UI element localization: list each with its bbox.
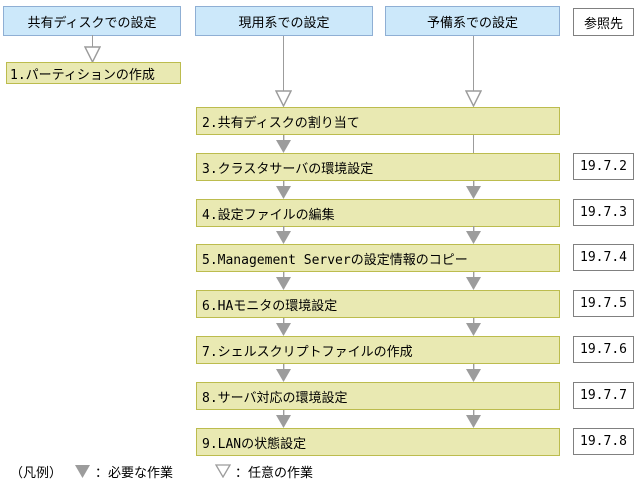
reference-box: 19.7.6: [573, 336, 634, 363]
optional-arrow-icon: [464, 90, 483, 108]
reference-box: 19.7.2: [573, 153, 634, 180]
reference-box: 19.7.7: [573, 382, 634, 409]
required-arrow-icon: [465, 410, 482, 428]
connector-line: [92, 35, 93, 47]
reference-box: 19.7.4: [573, 244, 634, 271]
required-arrow-icon: [275, 181, 292, 199]
optional-arrow-icon: [83, 46, 102, 64]
legend-required-label: ：必要な作業: [95, 465, 174, 481]
step-box-5: 5.Management Serverの設定情報のコピー: [196, 244, 560, 272]
step-box-1: 1.パーティションの作成: [6, 62, 181, 84]
column-header-reference: 参照先: [573, 8, 634, 36]
reference-box: 19.7.8: [573, 428, 634, 455]
legend-optional-label: ：任意の作業: [235, 465, 314, 481]
required-arrow-icon: [465, 318, 482, 336]
connector-line: [283, 36, 284, 91]
step-box-9: 9.LANの状態設定: [196, 428, 560, 456]
step-box-2: 2.共有ディスクの割り当て: [196, 107, 560, 135]
legend-prefix: （凡例）: [10, 465, 63, 481]
connector-line: [473, 36, 474, 91]
column-header-shared-disk: 共有ディスクでの設定: [3, 6, 181, 36]
step-box-4: 4.設定ファイルの編集: [196, 199, 560, 227]
step-box-8: 8.サーバ対応の環境設定: [196, 382, 560, 410]
required-arrow-icon: [465, 226, 482, 244]
required-arrow-icon: [275, 410, 292, 428]
required-arrow-icon: [275, 135, 292, 153]
required-arrow-icon: [275, 272, 292, 290]
reference-box: 19.7.3: [573, 199, 634, 226]
reference-box: 19.7.5: [573, 290, 634, 317]
column-header-active-system: 現用系での設定: [195, 6, 373, 36]
required-arrow-icon: [275, 318, 292, 336]
step-box-6: 6.HAモニタの環境設定: [196, 290, 560, 318]
step-box-3: 3.クラスタサーバの環境設定: [196, 153, 560, 181]
required-arrow-icon: [275, 226, 292, 244]
step-box-7: 7.シェルスクリプトファイルの作成: [196, 336, 560, 364]
connector-line: [473, 135, 474, 153]
legend: （凡例） ：必要な作業 ：任意の作業: [10, 461, 313, 481]
optional-arrow-icon: [214, 464, 232, 479]
required-arrow-icon: [465, 364, 482, 382]
required-arrow-icon: [275, 364, 292, 382]
required-arrow-icon: [465, 272, 482, 290]
required-arrow-icon: [465, 181, 482, 199]
required-arrow-icon: [74, 464, 91, 479]
optional-arrow-icon: [274, 90, 293, 108]
column-header-standby-system: 予備系での設定: [385, 6, 560, 36]
